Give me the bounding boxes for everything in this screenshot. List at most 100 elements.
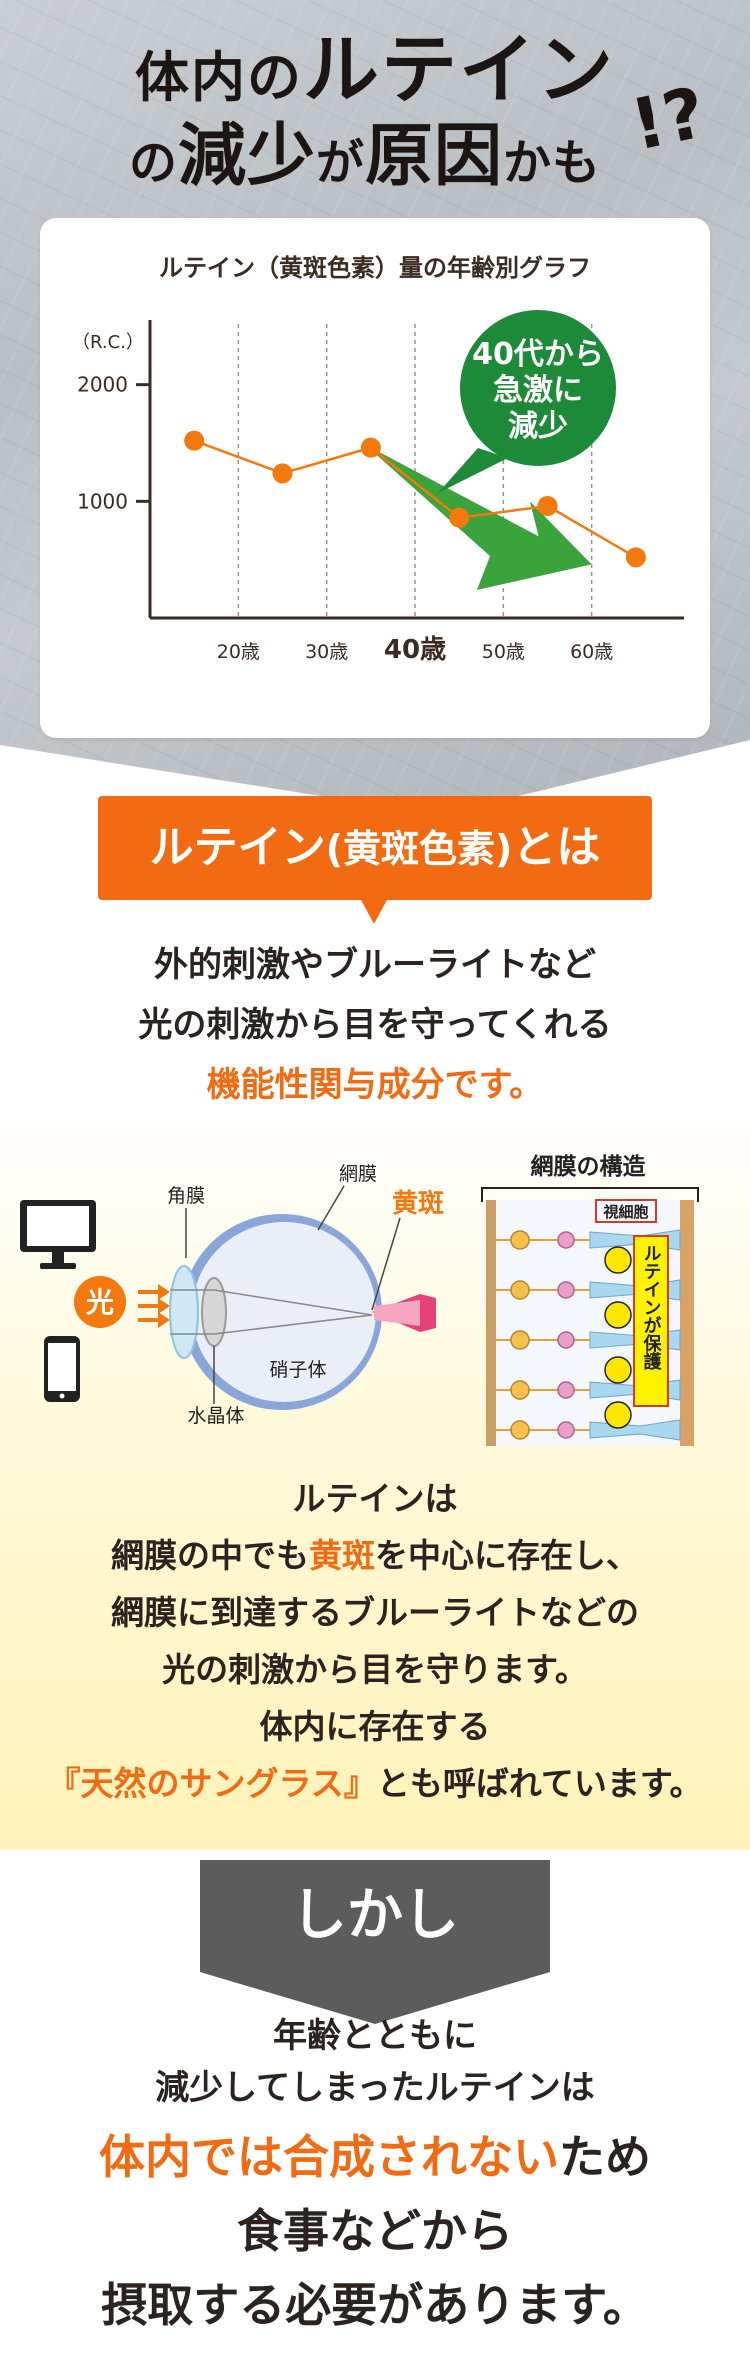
intro-line: 光の刺激から目を守ってくれる [138,1005,612,1045]
eye-illustration: 光 角膜 網膜 [0,1140,750,1450]
light-arrows [138,1284,170,1328]
lutein-heading-part: (黄斑色素) [325,827,513,871]
description-text: ルテインは 網膜の中でも黄斑を中心に存在し、 網膜に到達するブルーライトなどの … [0,1470,750,1812]
outro-conclusion: 体内では合成されないため 食事などから 摂取する必要があります。 [0,2120,750,2342]
lutein-data-point [625,547,646,568]
intro-text: 外的刺激やブルーライトなど 光の刺激から目を守ってくれる 機能性関与成分です。 [0,935,750,1115]
lutein-character [604,1401,632,1429]
cornea-label: 角膜 [167,1185,205,1207]
description-line: ルテインは [292,1479,458,1518]
outro-line: 摂取する必要があります。 [101,2278,649,2332]
chart-xtick-label: 50歳 [482,641,525,663]
however-banner: しかし [200,1860,550,1972]
chart-xtick-label: 60歳 [570,641,613,663]
outro-intro: 年齢とともに 減少してしまったルテインは [0,2010,750,2114]
photoreceptor-label: 視細胞 [602,1203,648,1221]
lutein-heading: ルテイン(黄斑色素)とは [98,796,652,900]
lutein-heading-tail [360,898,388,924]
retina-ganglion-cell [510,1280,530,1300]
lutein-protect-label: ルテインが保護 [641,1244,663,1371]
light-badge [74,1276,126,1328]
description-part: 網膜の中でも [111,1536,309,1575]
description-part: とも呼ばれています。 [376,1764,703,1803]
description-highlight: 黄斑 [309,1536,375,1575]
chart-title: ルテイン（黄斑色素）量の年齢別グラフ [159,254,591,282]
description-part: を中心に存在し、 [375,1536,639,1575]
chart-xticks: 20歳 30歳 40歳 50歳 60歳 [217,635,614,665]
headline-part: 減少 [177,117,316,196]
retina-bipolar-cell [557,1421,575,1439]
outro-line: 年齢とともに [273,2016,477,2056]
retina-bipolar-cell [557,1281,575,1299]
lutein-character [604,1356,632,1384]
retina-bipolar-cell [557,1231,575,1249]
chart-xtick-label: 20歳 [217,641,260,663]
lutein-character [604,1301,632,1329]
chart-ytick-label: 1000 [77,489,128,513]
intro-line-highlight: 機能性関与成分です。 [206,1065,544,1105]
retina-bipolar-cell [557,1331,575,1349]
monitor-icon [20,1200,96,1269]
lutein-character [604,1246,632,1274]
headline-part: 原因 [365,117,504,196]
smartphone-icon [44,1336,80,1402]
chart-yticks: 2000 1000 [77,373,150,513]
retina-structure-panel: 網膜の構造 視細胞 ルテインが保護 [481,1153,699,1446]
decline-arrow [370,447,592,590]
eyeball [169,1214,436,1410]
retina-label: 網膜 [339,1163,377,1185]
description-highlight: 『天然のサングラス』 [47,1764,377,1803]
retina-bipolar-cell [557,1381,575,1399]
outro-line: 食事などから [237,2204,513,2258]
description-line: 網膜の中でも黄斑を中心に存在し、 [0,1527,750,1584]
headline-part: の [128,135,178,191]
retina-structure-title: 網膜の構造 [531,1153,647,1180]
headline-part: 体内の [135,46,303,109]
callout-text: 40代から [472,337,604,372]
light-label: 光 [85,1286,114,1319]
outro-highlight: 体内では合成されない [99,2130,559,2184]
description-line: 体内に存在する [259,1707,491,1746]
intro-line: 外的刺激やブルーライトなど [154,945,596,985]
chart-xtick-label: 30歳 [305,641,348,663]
lutein-data-point [272,463,293,484]
retina-ganglion-cell [510,1330,530,1350]
lutein-heading-part: とは [512,822,601,873]
description-line: 『天然のサングラス』とも呼ばれています。 [0,1755,750,1812]
lutein-series-line [193,439,637,559]
callout-text: 急激に [493,373,583,408]
callout-tail [438,448,508,493]
callout-text: 減少 [508,409,568,444]
macula-label: 黄斑 [392,1189,444,1219]
description-line: 光の刺激から目を守ります。 [162,1650,588,1689]
lens-label: 水晶体 [187,1405,244,1427]
headline-line1: 体内のルテイン [0,8,750,118]
chart-ytick-label: 2000 [77,373,128,397]
decline-arrow-shape [370,447,592,590]
headline-part: かも [503,135,602,191]
retina-ganglion-cell [510,1420,530,1440]
outro-line: 減少してしまったルテインは [155,2068,595,2108]
lutein-data-point [537,496,558,516]
chart-series [184,430,646,568]
lutein-data-point [360,437,381,458]
chart-axes [148,320,684,620]
chart-xtick-label: 40歳 [384,635,446,665]
outro-part: ため [559,2130,651,2184]
headline-part: ルテイン [303,25,615,114]
vitreous-label: 硝子体 [269,1359,326,1381]
headline-line2: の減少が原因かも [0,100,740,199]
lutein-data-point [184,430,205,451]
retina-ganglion-cell [510,1230,530,1250]
outro-line: 体内では合成されないため [0,2120,750,2194]
description-line: 網膜に到達するブルーライトなどの [111,1593,639,1632]
retina-ganglion-cell [510,1380,530,1400]
however-banner-arrow [200,1972,550,2024]
headline-part: が [315,135,365,191]
callout-bubble [460,310,616,466]
lutein-heading-part: ルテイン [149,822,326,873]
